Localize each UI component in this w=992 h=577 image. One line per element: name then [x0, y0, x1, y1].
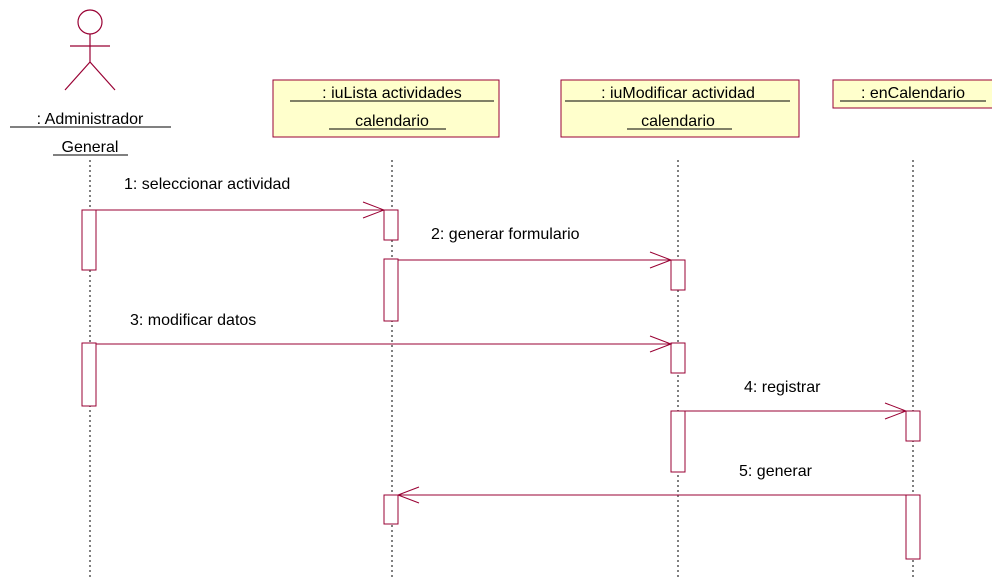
- object-box: [272, 79, 500, 138]
- message-label: 5: generar: [739, 463, 813, 480]
- activation-iumodificar-1: [670, 259, 686, 291]
- actor-figure: [64, 9, 116, 91]
- object-label-line2: calendario: [641, 113, 715, 130]
- message-1: 1: seleccionar actividad: [96, 176, 386, 219]
- actor-name-line2: General: [62, 139, 119, 156]
- activation-encalendario-1: [905, 410, 921, 442]
- activation-actor-2: [81, 342, 97, 407]
- activation-iulista-1: [383, 209, 399, 241]
- object-iumodificar: : iuModificar actividad calendario: [560, 79, 800, 138]
- message-3: 3: modificar datos: [96, 312, 673, 353]
- activation-iumodificar-2: [670, 342, 686, 374]
- object-box: [832, 79, 992, 109]
- actor-head: [77, 9, 103, 35]
- object-iulista: : iuLista actividades calendario: [272, 79, 500, 138]
- object-label-line1: : enCalendario: [861, 85, 965, 102]
- object-label-line1: : iuModificar actividad: [601, 85, 755, 102]
- message-5: 5: generar: [396, 463, 906, 504]
- object-label-line2: calendario: [355, 113, 429, 130]
- message-4: 4: registrar: [685, 379, 908, 420]
- message-label: 2: generar formulario: [431, 226, 580, 243]
- activation-iulista-2: [383, 258, 399, 322]
- arrowhead-icon: [649, 251, 673, 269]
- arrowhead-icon: [884, 402, 908, 420]
- arrowhead-icon: [396, 486, 420, 504]
- message-label: 3: modificar datos: [130, 312, 256, 329]
- activation-actor-1: [81, 209, 97, 271]
- activation-encalendario-2: [905, 494, 921, 560]
- object-encalendario: : enCalendario: [832, 79, 992, 109]
- message-2: 2: generar formulario: [398, 226, 673, 269]
- actor-right-leg: [89, 61, 116, 91]
- arrowhead-icon: [362, 201, 386, 219]
- object-box: [560, 79, 800, 138]
- object-label-line1: : iuLista actividades: [322, 85, 462, 102]
- activation-iumodificar-3: [670, 410, 686, 473]
- message-label: 1: seleccionar actividad: [124, 176, 290, 193]
- activation-iulista-3: [383, 494, 399, 525]
- actor-left-leg: [64, 61, 91, 91]
- arrowhead-icon: [649, 335, 673, 353]
- message-label: 4: registrar: [744, 379, 821, 396]
- actor-name-line1: : Administrador: [37, 111, 144, 128]
